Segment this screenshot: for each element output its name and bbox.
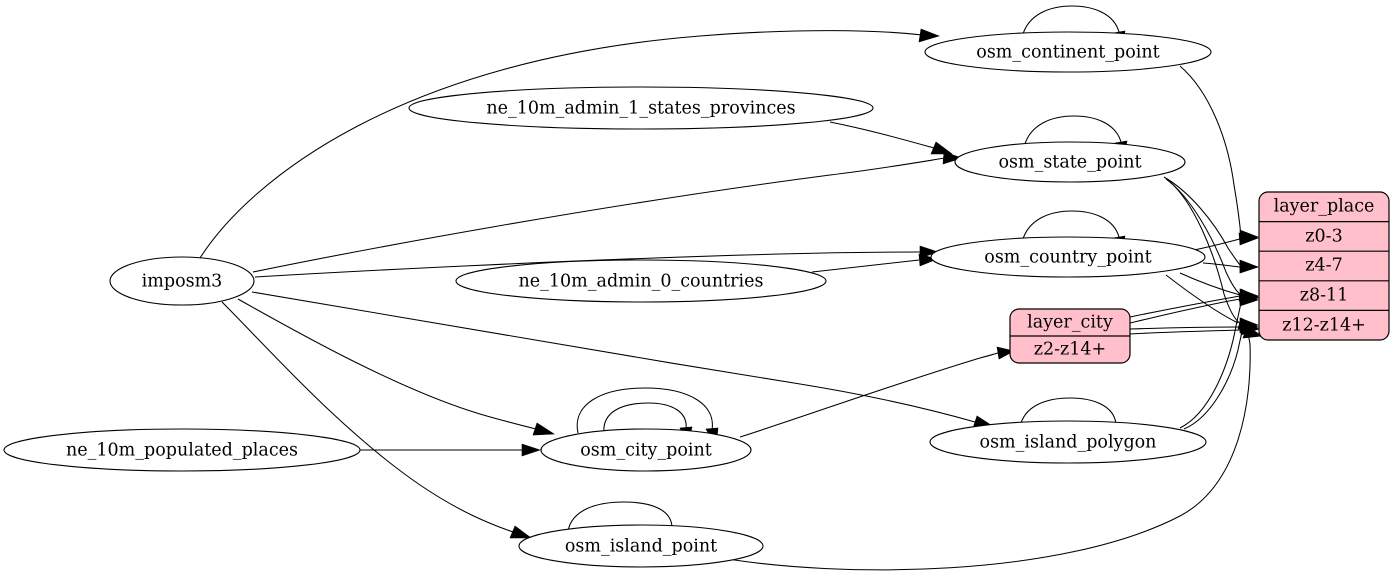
node-shape[interactable] — [954, 141, 1186, 183]
edge-osm_country_point-layer_place-z8_11 — [1179, 272, 1241, 296]
edge-imposm3-osm_city_point — [237, 298, 537, 430]
edge-osm_country_point-layer_place-z12_z14 — [1165, 274, 1239, 324]
arrowhead — [942, 151, 963, 165]
node-label: osm_continent_point — [976, 43, 1159, 63]
edge-osm_state_point-layer_place-z4_7 — [1163, 176, 1242, 267]
node-imposm3[interactable]: imposm3 — [109, 256, 255, 306]
record-layer: layer_place z0-3 z4-7 z8-11 z12-z14+ lay… — [1009, 191, 1390, 364]
edge-ne_countries-osm_country_point — [811, 259, 920, 273]
node-label: ne_10m_admin_0_countries — [519, 272, 764, 292]
edge-osm_city_point-layer_city — [739, 352, 999, 438]
layer_place-row-z8-11[interactable]: z8-11 — [1300, 286, 1349, 306]
node-osm_state_point[interactable]: osm_state_point — [954, 141, 1186, 183]
arrowhead — [918, 253, 938, 267]
selfloop-osm_island_polygon — [1019, 397, 1117, 428]
node-layer_place[interactable]: layer_place z0-3 z4-7 z8-11 z12-z14+ — [1258, 191, 1390, 341]
node-label: osm_country_point — [984, 248, 1151, 268]
node-label: osm_city_point — [580, 441, 712, 461]
selfloop-osm_continent_point — [1021, 5, 1120, 38]
arrowhead — [1238, 292, 1259, 306]
edge-imposm3-osm_island_polygon — [251, 291, 976, 423]
layer_city-row-title: layer_city — [1027, 313, 1113, 333]
edge-imposm3-osm_continent_point — [199, 30, 923, 259]
node-shape[interactable] — [929, 420, 1207, 464]
edge-layer_city-bundle-b — [1129, 329, 1241, 335]
edge-osm_island_polygon-layer_place-z12_z14 — [1183, 327, 1244, 430]
node-shape[interactable] — [540, 428, 752, 472]
layer_place-row-z4-7[interactable]: z4-7 — [1305, 256, 1342, 276]
arrowhead — [918, 28, 940, 43]
selfloop-osm_city_point-outer — [576, 387, 713, 434]
edge-layer_city-bundle-a — [1129, 295, 1241, 318]
node-shape[interactable] — [109, 256, 255, 306]
edge-osm_state_point-layer_place-z8_11 — [1165, 178, 1242, 296]
node-shape[interactable] — [930, 236, 1206, 278]
arrowhead — [930, 141, 953, 155]
node-shape[interactable] — [924, 31, 1212, 73]
selfloop-osm_state_point — [1023, 115, 1122, 148]
node-ne_10m_admin_0_countries[interactable]: ne_10m_admin_0_countries — [455, 259, 827, 303]
node-osm_island_point[interactable]: osm_island_point — [518, 524, 764, 568]
layer_city-row-z2-z14[interactable]: z2-z14+ — [1034, 340, 1106, 360]
node-osm_continent_point[interactable]: osm_continent_point — [924, 31, 1212, 73]
node-shape[interactable] — [408, 86, 874, 130]
selfloop-osm_city_point-inner — [603, 402, 687, 434]
layer_place-row-title: layer_place — [1274, 197, 1375, 217]
edge-osm_country_point-layer_place-z4_7 — [1202, 262, 1241, 268]
arrowhead — [521, 443, 541, 457]
edge-osm_island_point-layer_place-z12_z14 — [721, 331, 1251, 571]
edge-imposm3-osm_country_point — [254, 251, 921, 278]
node-label: osm_island_polygon — [980, 433, 1157, 453]
layer_place-row-z0-3[interactable]: z0-3 — [1305, 227, 1342, 247]
node-ne_10m_admin_1_states_provinces[interactable]: ne_10m_admin_1_states_provinces — [408, 86, 874, 130]
arrowhead — [509, 525, 532, 539]
edge-osm_state_point-layer_place-z12_z14 — [1167, 179, 1242, 325]
selfloop-osm_island_point — [567, 501, 673, 532]
edge-imposm3-osm_island_point — [221, 301, 514, 533]
node-shape[interactable] — [3, 428, 361, 472]
node-label: ne_10m_admin_1_states_provinces — [486, 99, 795, 119]
node-shape[interactable] — [518, 524, 764, 568]
node-layer: imposm3 ne_10m_admin_1_states_provinces … — [3, 31, 1212, 568]
node-label: osm_state_point — [998, 153, 1141, 173]
arrowhead — [1239, 320, 1259, 334]
node-osm_city_point[interactable]: osm_city_point — [540, 428, 752, 472]
node-ne_10m_populated_places[interactable]: ne_10m_populated_places — [3, 428, 361, 472]
arrowhead — [919, 245, 939, 259]
edge-layer_city-layer_place-z8_11 — [1129, 298, 1241, 324]
edge-osm_continent_point-layer_place-z0_3 — [1179, 65, 1242, 237]
arrowhead — [1238, 232, 1259, 246]
edge-osm_country_point-layer_place-z0_3 — [1193, 238, 1241, 251]
edge-layer_city-layer_place-z12_z14 — [1129, 326, 1241, 330]
node-osm_island_polygon[interactable]: osm_island_polygon — [929, 420, 1207, 464]
layer_place-box[interactable] — [1258, 191, 1390, 341]
node-label: ne_10m_populated_places — [66, 441, 298, 461]
selfloop-osm_country_point — [1021, 210, 1120, 243]
node-label: imposm3 — [142, 272, 223, 292]
node-label: osm_island_point — [565, 537, 717, 557]
arrowhead — [1239, 260, 1259, 274]
node-osm_country_point[interactable]: osm_country_point — [930, 236, 1206, 278]
node-layer_city[interactable]: layer_city z2-z14+ — [1009, 308, 1131, 364]
node-shape[interactable] — [455, 259, 827, 303]
edge-ne_states-osm_state_point — [829, 121, 935, 149]
edge-osm_island_polygon-layer_place-z8_11 — [1179, 298, 1243, 429]
edge-imposm3-osm_state_point — [252, 157, 946, 273]
layer_place-row-z12-z14[interactable]: z12-z14+ — [1282, 316, 1366, 336]
arrowhead — [532, 422, 555, 436]
